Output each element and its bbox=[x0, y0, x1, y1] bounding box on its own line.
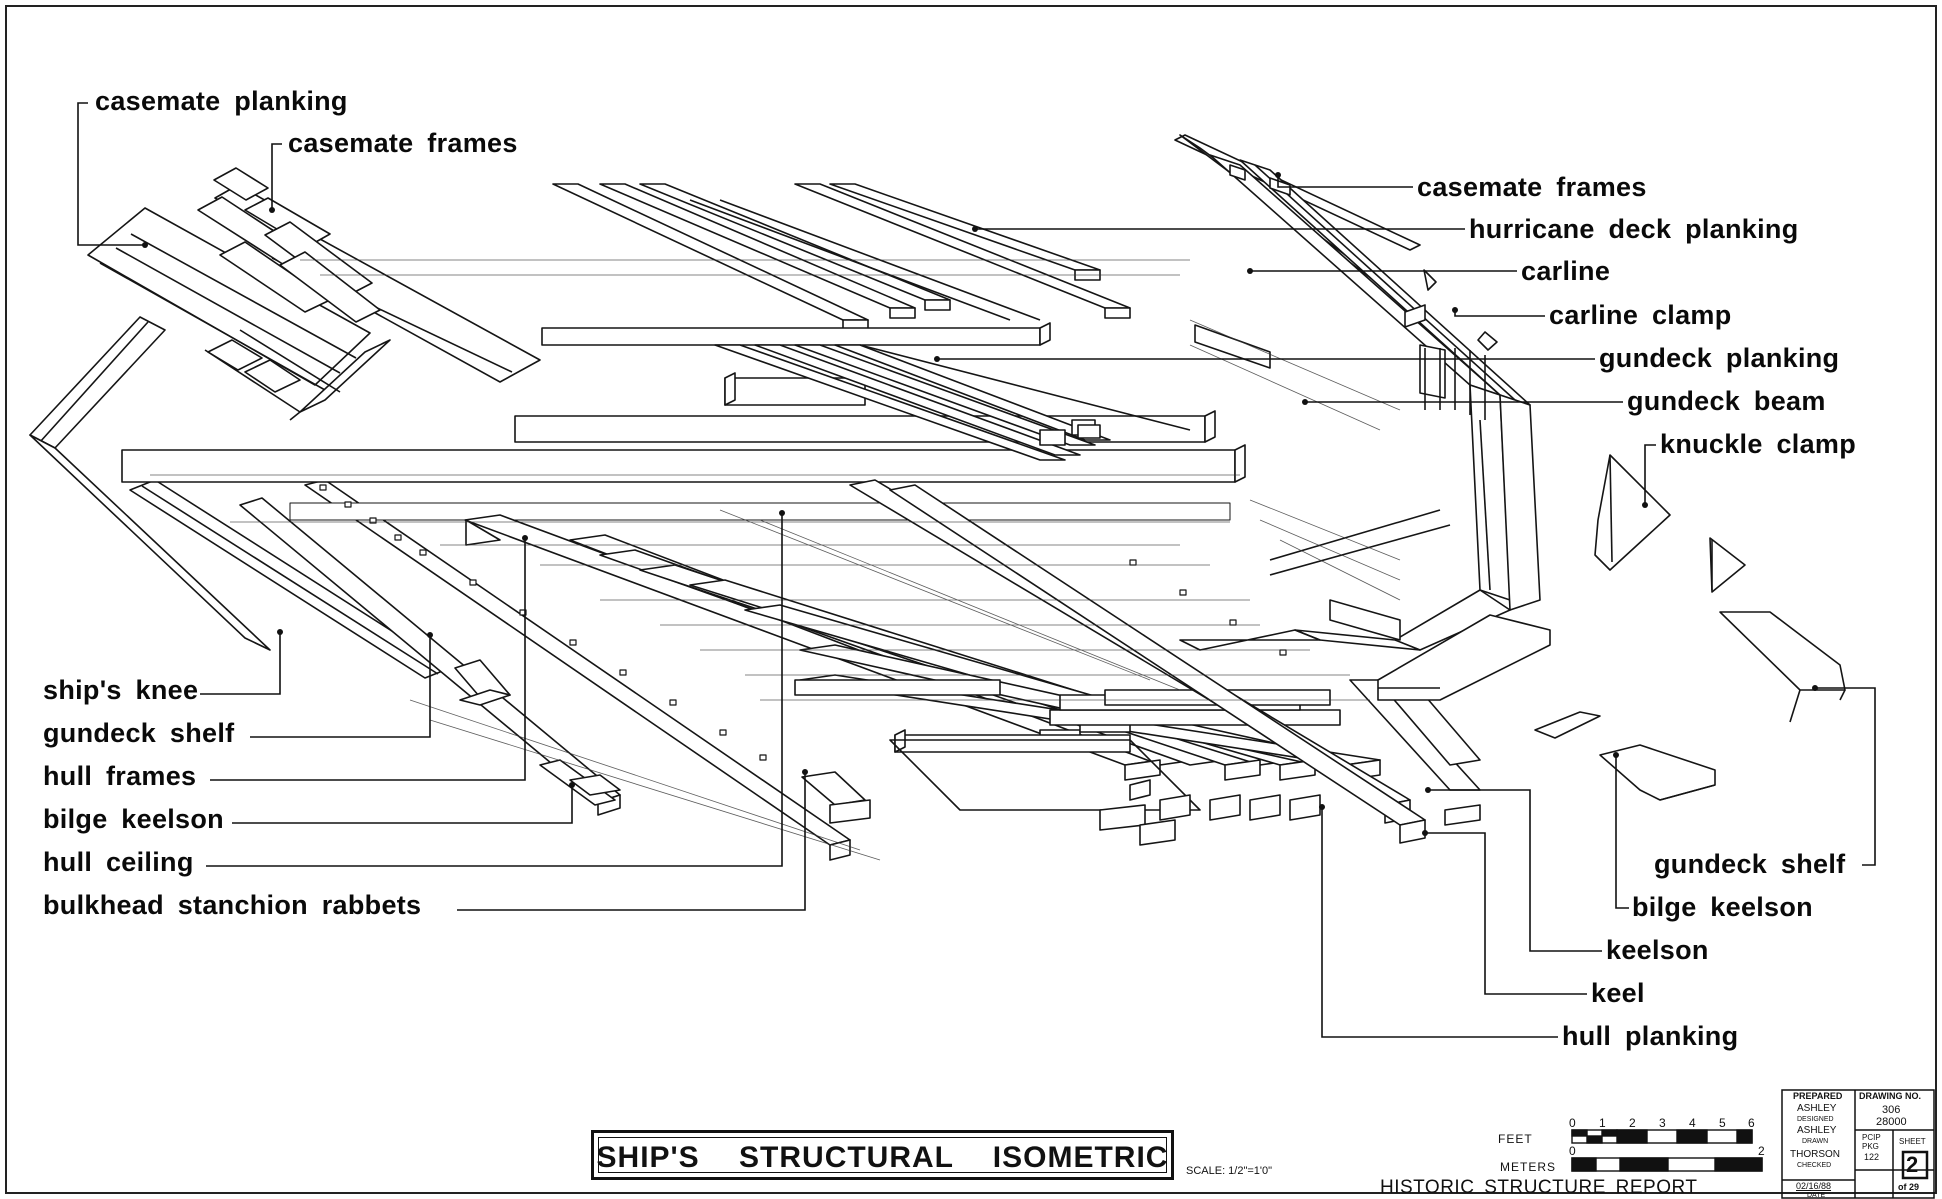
feet-tick: 2 bbox=[1629, 1116, 1636, 1130]
designer-name: ASHLEY bbox=[1797, 1103, 1837, 1114]
title-box: SHIP'S STRUCTURAL ISOMETRIC bbox=[591, 1130, 1174, 1180]
gundeck-beams bbox=[289, 502, 1381, 781]
drawing-title: SHIP'S STRUCTURAL ISOMETRIC bbox=[596, 1141, 1169, 1174]
of-sheets: of 29 bbox=[1898, 1182, 1920, 1192]
feet-tick: 5 bbox=[1719, 1116, 1726, 1130]
pkg-label-2: PKG bbox=[1862, 1142, 1879, 1151]
date-value: 02/16/88 bbox=[1796, 1181, 1832, 1191]
label-keel: keel bbox=[1591, 978, 1645, 1008]
label-hull-frames: hull frames bbox=[43, 761, 197, 791]
hull-side-right bbox=[1174, 134, 1541, 651]
label-gundeck-beam: gundeck beam bbox=[1627, 386, 1826, 416]
knuckle-clamp-part bbox=[1594, 454, 1671, 571]
scale-note: SCALE: 1/2"=1'0" bbox=[1186, 1165, 1273, 1177]
label-ships-knee: ship's knee bbox=[43, 675, 199, 705]
lower-diagonals bbox=[849, 479, 1426, 846]
meters-tick: 0 bbox=[1569, 1144, 1576, 1158]
checked-label: CHECKED bbox=[1797, 1162, 1832, 1169]
drafter-name: ASHLEY bbox=[1797, 1125, 1837, 1136]
label-gundeck-shelf-left: gundeck shelf bbox=[43, 718, 235, 748]
label-casemate-planking: casemate planking bbox=[95, 86, 348, 116]
label-casemate-frames-left: casemate frames bbox=[288, 128, 518, 158]
pkg-value: 122 bbox=[1864, 1152, 1880, 1162]
gundeck-planking bbox=[714, 344, 1191, 461]
sheet-label: SHEET bbox=[1899, 1137, 1926, 1146]
drawing-no-1: 306 bbox=[1882, 1104, 1901, 1116]
prepared-label: PREPARED bbox=[1793, 1091, 1843, 1101]
label-gundeck-planking: gundeck planking bbox=[1599, 343, 1840, 373]
feet-tick: 6 bbox=[1748, 1116, 1755, 1130]
checker-name: THORSON bbox=[1790, 1149, 1840, 1160]
date-label: DATE bbox=[1807, 1192, 1826, 1199]
label-keelson: keelson bbox=[1606, 935, 1709, 965]
drawing-no-2: 28000 bbox=[1876, 1116, 1907, 1128]
label-bulkhead-stanchion-rabbets: bulkhead stanchion rabbets bbox=[43, 890, 422, 920]
meters-tick: 2 bbox=[1758, 1144, 1765, 1158]
scale-bar-meters bbox=[1571, 1157, 1763, 1172]
label-casemate-frames-right: casemate frames bbox=[1417, 172, 1647, 202]
construction-lines bbox=[150, 259, 1401, 861]
label-hurricane-deck-planking: hurricane deck planking bbox=[1469, 214, 1799, 244]
scale-bar-feet bbox=[1571, 1129, 1753, 1144]
feet-tick: 4 bbox=[1689, 1116, 1696, 1130]
label-bilge-keelson-right: bilge keelson bbox=[1632, 892, 1813, 922]
leader-dots bbox=[142, 172, 1818, 836]
casemate-frames-left bbox=[87, 167, 541, 421]
sheet-number: 2 bbox=[1906, 1152, 1919, 1177]
label-bilge-keelson-left: bilge keelson bbox=[43, 804, 224, 834]
meters-label: METERS bbox=[1500, 1160, 1557, 1174]
drawn-label: DRAWN bbox=[1802, 1138, 1829, 1145]
label-hull-ceiling: hull ceiling bbox=[43, 847, 194, 877]
report-title: HISTORIC STRUCTURE REPORT bbox=[1380, 1177, 1698, 1198]
label-knuckle-clamp: knuckle clamp bbox=[1660, 429, 1856, 459]
feet-tick: 3 bbox=[1659, 1116, 1666, 1130]
sheet-border bbox=[5, 5, 1937, 1194]
hull-structure bbox=[29, 134, 1846, 861]
label-hull-planking: hull planking bbox=[1562, 1021, 1739, 1051]
label-carline-clamp: carline clamp bbox=[1549, 300, 1732, 330]
hurricane-deck-planking bbox=[552, 183, 1131, 331]
designed-label: DESIGNED bbox=[1797, 1116, 1834, 1123]
label-carline: carline bbox=[1521, 256, 1611, 286]
leader-lines bbox=[77, 102, 1876, 1038]
credit-block bbox=[1781, 1089, 1935, 1199]
feet-label: FEET bbox=[1498, 1132, 1533, 1146]
pkg-label: PCIP bbox=[1862, 1133, 1881, 1142]
label-gundeck-shelf-right: gundeck shelf bbox=[1654, 849, 1846, 879]
feet-tick: 1 bbox=[1599, 1116, 1606, 1130]
keel-assembly bbox=[1349, 679, 1481, 791]
drawing-no-label: DRAWING NO. bbox=[1859, 1091, 1921, 1101]
carline-plank bbox=[541, 327, 1041, 346]
loose-parts bbox=[1377, 454, 1846, 826]
feet-tick: 0 bbox=[1569, 1116, 1576, 1130]
